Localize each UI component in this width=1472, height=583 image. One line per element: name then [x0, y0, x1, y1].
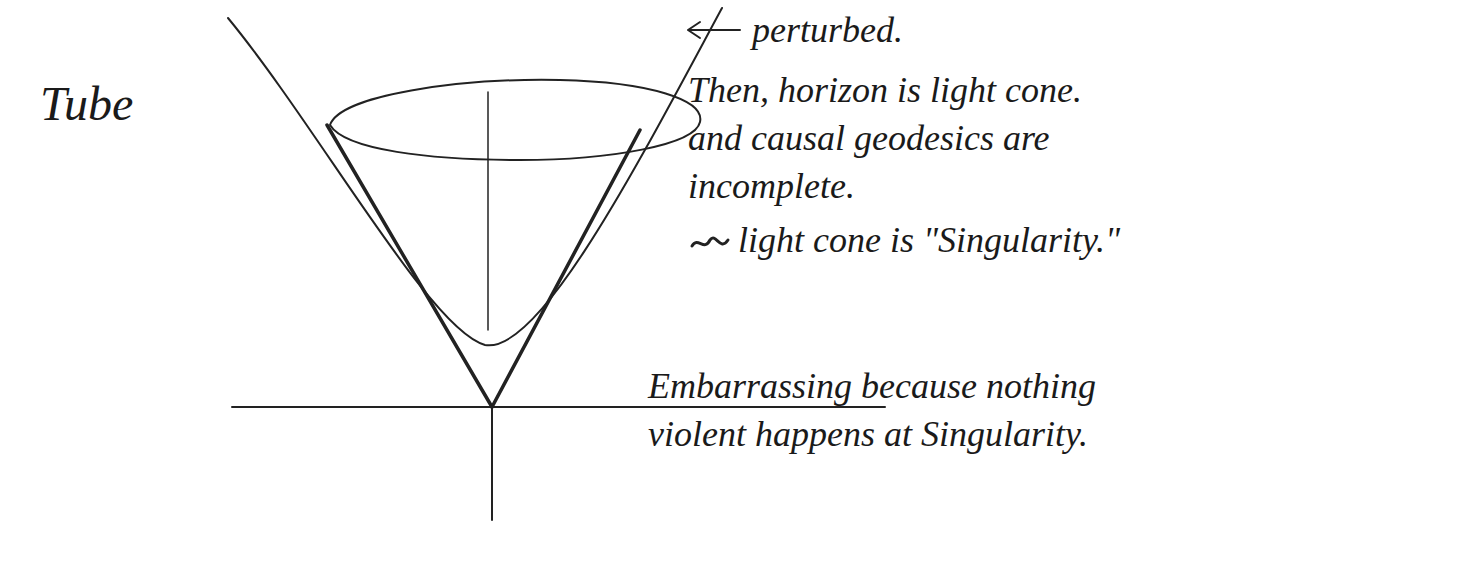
- light-cone-left: [327, 125, 492, 407]
- cone-rim-ellipse: [330, 80, 700, 160]
- handwritten-note: Embarrassing because nothing violent hap…: [648, 362, 1168, 458]
- horizontal-axis: [232, 406, 885, 408]
- vertical-axis: [491, 407, 493, 520]
- scribble: [692, 238, 728, 246]
- handwritten-note: perturbed.: [752, 6, 1012, 54]
- perturbed-curve: [228, 8, 722, 345]
- handwritten-note: light cone is "Singularity.": [738, 216, 1158, 264]
- leader-arrow: [688, 22, 740, 38]
- handwritten-note: Tube: [40, 80, 200, 128]
- light-cone-right: [492, 130, 640, 407]
- handwritten-note: Then, horizon is light cone. and causal …: [688, 66, 1108, 210]
- cone-axis: [487, 92, 489, 330]
